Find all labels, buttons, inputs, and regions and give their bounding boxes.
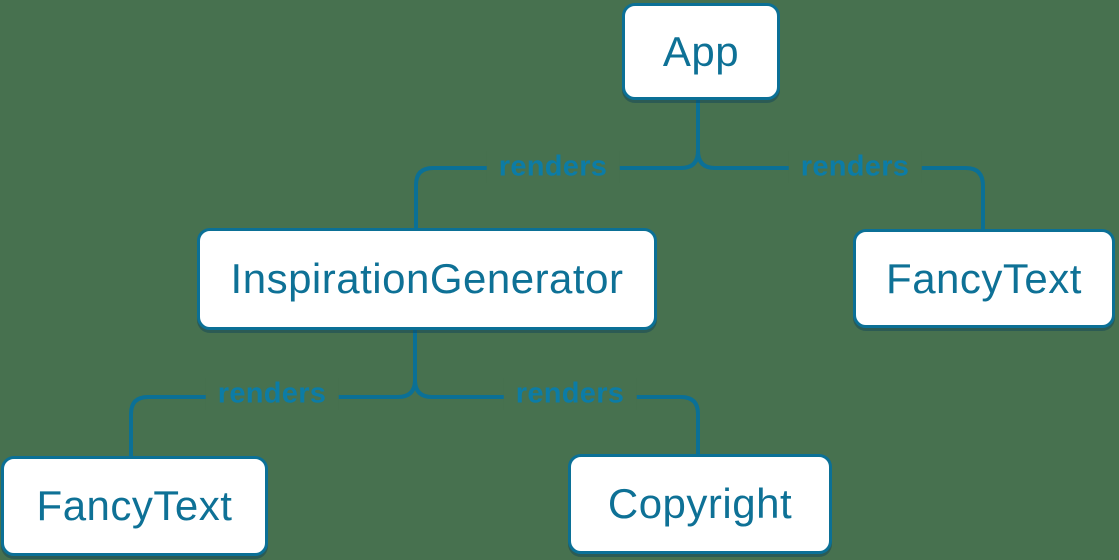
- edge-app-to-fancytext: [696, 150, 985, 230]
- node-app-label: App: [662, 27, 740, 75]
- edge-inspirationgenerator-to-copyright: [413, 379, 700, 455]
- node-app: App: [622, 3, 780, 100]
- node-fancytext-top-label: FancyText: [886, 254, 1082, 302]
- node-fancytext-bottom-label: FancyText: [36, 482, 233, 529]
- edge-label-renders-app-inspirationgenerator: renders: [486, 150, 620, 184]
- node-inspirationgenerator: InspirationGenerator: [197, 228, 657, 330]
- node-fancytext-top: FancyText: [853, 229, 1115, 328]
- edge-label-renders-app-fancytext: renders: [788, 150, 922, 184]
- edge-label-renders-inspirationgenerator-fancytext: renders: [205, 377, 339, 411]
- node-fancytext-bottom: FancyText: [1, 456, 268, 556]
- edge-label-renders-inspirationgenerator-copyright: renders: [503, 377, 637, 411]
- node-inspirationgenerator-label: InspirationGenerator: [230, 255, 624, 302]
- node-copyright: Copyright: [568, 454, 832, 554]
- node-copyright-label: Copyright: [607, 480, 793, 527]
